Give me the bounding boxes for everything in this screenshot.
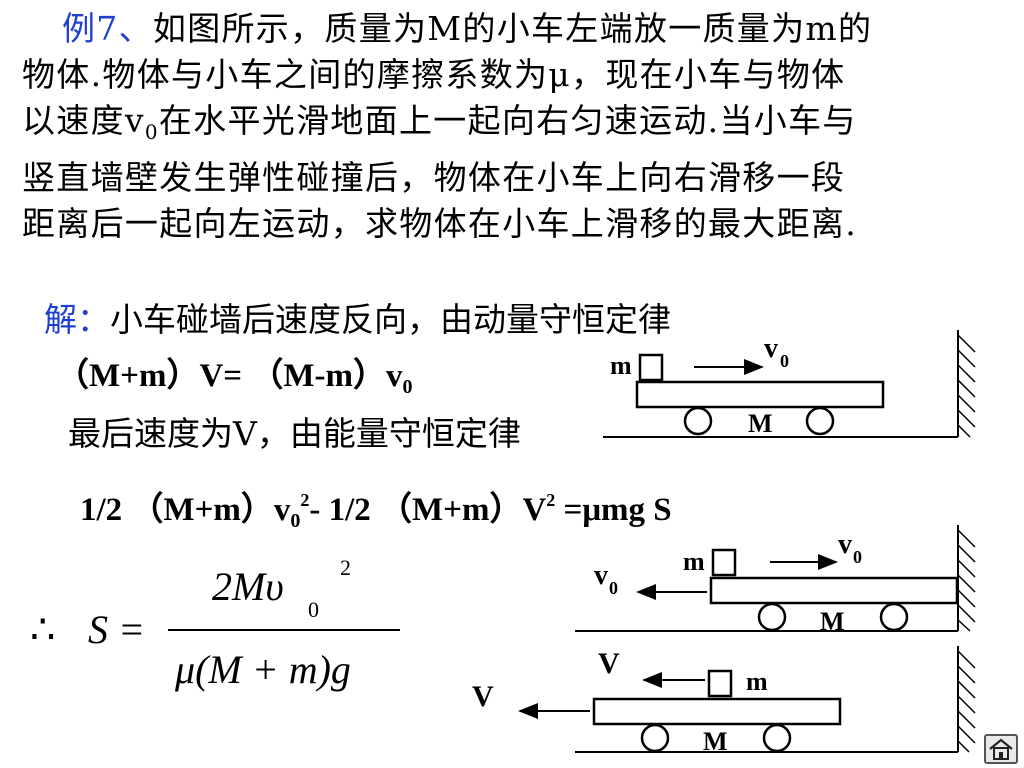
home-button[interactable] xyxy=(984,734,1018,764)
momentum-equation: （M+m）V= （M-m）v0 xyxy=(56,356,412,407)
block-3 xyxy=(707,669,733,698)
diagram-1: m M v 0 xyxy=(603,330,976,438)
energy-eq-sup2: 2 xyxy=(546,490,556,510)
block-2 xyxy=(711,548,737,577)
car-2 xyxy=(709,576,959,605)
result-formula: ∴ S = 2Mυ 0 2 μ(M + m)g xyxy=(30,555,400,692)
block-2-label: m xyxy=(683,547,705,576)
therefore-symbol: ∴ xyxy=(30,607,55,652)
car-2-velocity-sub: 0 xyxy=(609,578,618,598)
solution-line-1: 解：小车碰墙后速度反向，由动量守恒定律 xyxy=(44,300,671,340)
energy-eq-a: 1/2 （M+m）v xyxy=(80,492,291,528)
velocity-1-label: v xyxy=(764,333,778,364)
problem-line-3a: 以速度v xyxy=(22,101,145,140)
block-3-label: m xyxy=(746,667,768,696)
solution-text-1: 小车碰墙后速度反向，由动量守恒定律 xyxy=(110,300,671,339)
block-1-label: m xyxy=(610,351,632,380)
problem-line-5: 距离后一起向左运动，求物体在小车上滑移的最大距离. xyxy=(22,204,857,243)
solution-line-2: 最后速度为V，由能量守恒定律 xyxy=(68,414,521,454)
energy-eq-c: =μmg S xyxy=(555,492,672,528)
problem-line-1: 如图所示，质量为M的小车左端放一质量为m的 xyxy=(152,9,873,48)
wall-hatching-3 xyxy=(957,650,976,753)
car-1-label: M xyxy=(748,409,773,438)
car-1 xyxy=(635,380,885,409)
wall-hatching-1 xyxy=(957,334,976,438)
formula-num-sup: 2 xyxy=(340,555,351,580)
energy-eq-b: - 1/2 （M+m）V xyxy=(309,492,547,528)
problem-text: 例7、如图所示，质量为M的小车左端放一质量为m的 物体.物体与小车之间的摩擦系数… xyxy=(22,6,1012,247)
car-3 xyxy=(592,697,842,726)
block-1 xyxy=(638,353,664,382)
formula-num-sub: 0 xyxy=(308,597,319,622)
energy-equation: 1/2 （M+m）v02- 1/2 （M+m）V2 =μmg S xyxy=(80,480,672,541)
energy-eq-sub: 0 xyxy=(290,510,301,532)
diagram-2: m M v 0 v 0 xyxy=(575,525,976,636)
velocity-1-sub: 0 xyxy=(780,351,789,371)
diagram-3: m M V V xyxy=(472,646,976,756)
home-icon xyxy=(989,738,1013,760)
wheel-3b xyxy=(762,723,792,753)
example-label: 例7、 xyxy=(62,9,153,48)
block-2-velocity-sub: 0 xyxy=(853,547,862,567)
problem-line-3b: 在水平光滑地面上一起向右匀速运动.当小车与 xyxy=(158,101,857,140)
formula-denominator: μ(M + m)g xyxy=(174,647,351,692)
car-2-velocity-label: v xyxy=(594,560,608,591)
energy-eq-sup: 2 xyxy=(300,490,310,510)
wheel-1b xyxy=(805,406,835,436)
problem-line-3-sub: 0 xyxy=(144,120,159,144)
block-3-velocity-label: V xyxy=(598,647,620,680)
problem-line-4: 竖直墙壁发生弹性碰撞后，物体在小车上向右滑移一段 xyxy=(22,158,846,197)
block-2-velocity-label: v xyxy=(838,529,852,560)
problem-line-2: 物体.物体与小车之间的摩擦系数为μ，现在小车与物体 xyxy=(22,55,846,94)
solution-text-2: 最后速度为V，由能量守恒定律 xyxy=(68,414,521,453)
solution-label: 解： xyxy=(44,300,110,339)
formula-numerator: 2Mυ xyxy=(212,564,284,609)
momentum-eq-text: （M+m）V= （M-m）v xyxy=(56,358,403,394)
wheel-1a xyxy=(683,406,713,436)
wheel-3a xyxy=(640,723,670,753)
wheel-2b xyxy=(879,602,909,632)
formula-lhs: S = xyxy=(88,607,145,652)
wheel-2a xyxy=(757,602,787,632)
car-3-label: M xyxy=(703,727,728,756)
car-2-label: M xyxy=(820,607,845,636)
car-3-velocity-label: V xyxy=(472,680,494,713)
momentum-eq-sub: 0 xyxy=(402,376,413,398)
wall-hatching-2 xyxy=(957,529,976,632)
